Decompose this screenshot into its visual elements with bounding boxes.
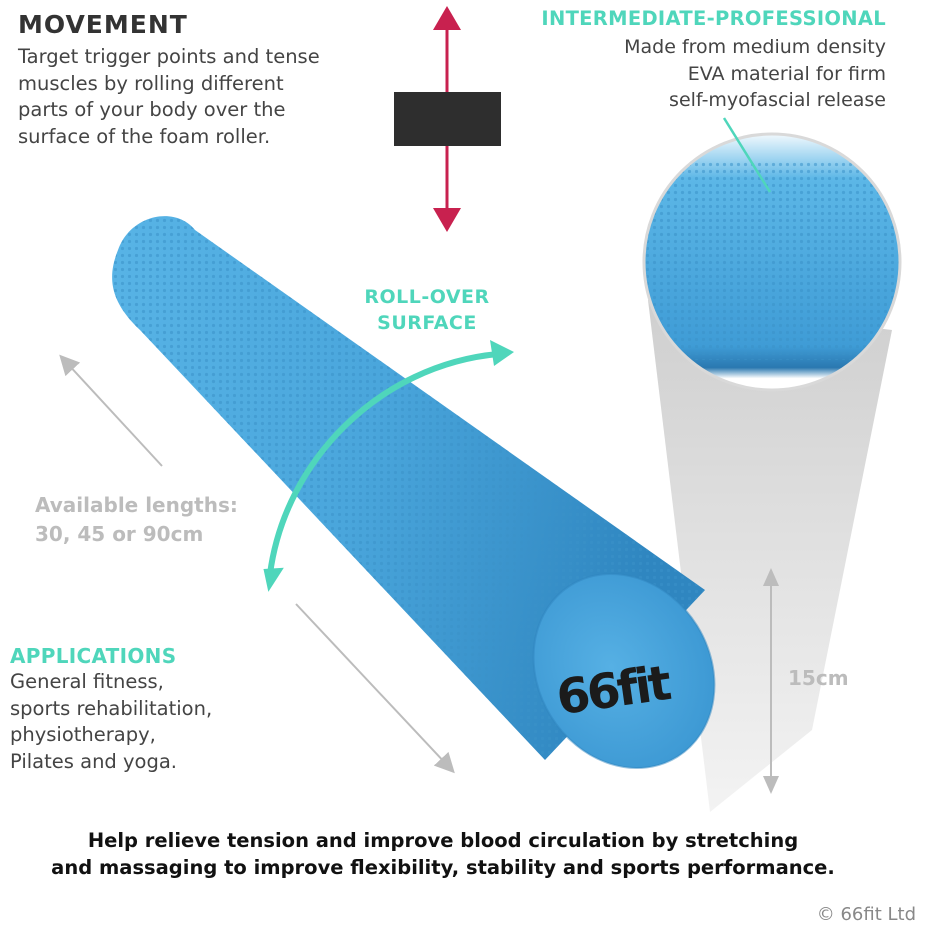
diameter-label: 15cm	[788, 666, 849, 690]
rollover-arrow	[263, 340, 514, 592]
movement-title: MOVEMENT	[18, 10, 188, 39]
rollover-label: ROLL-OVER SURFACE	[364, 286, 490, 334]
movement-description: Target trigger points and tense muscles …	[18, 45, 320, 148]
length-arrow-bottom	[295, 603, 455, 774]
tagline: Help relieve tension and improve blood c…	[51, 829, 835, 879]
copyright: © 66fit Ltd	[816, 904, 916, 925]
intermediate-title: INTERMEDIATE-PROFESSIONAL	[541, 7, 886, 30]
magnifier-lens	[642, 132, 902, 392]
foam-roller	[112, 216, 716, 770]
applications-title: APPLICATIONS	[10, 644, 177, 668]
intermediate-description: Made from medium density EVA material fo…	[624, 36, 886, 111]
length-arrow-top	[59, 354, 163, 467]
lengths-label: Available lengths: 30, 45 or 90cm	[35, 493, 238, 546]
diameter-arrow	[763, 568, 779, 794]
movement-arrow	[394, 6, 501, 232]
applications-list: General fitness, sports rehabilitation, …	[10, 670, 213, 773]
callout-line	[722, 117, 772, 193]
